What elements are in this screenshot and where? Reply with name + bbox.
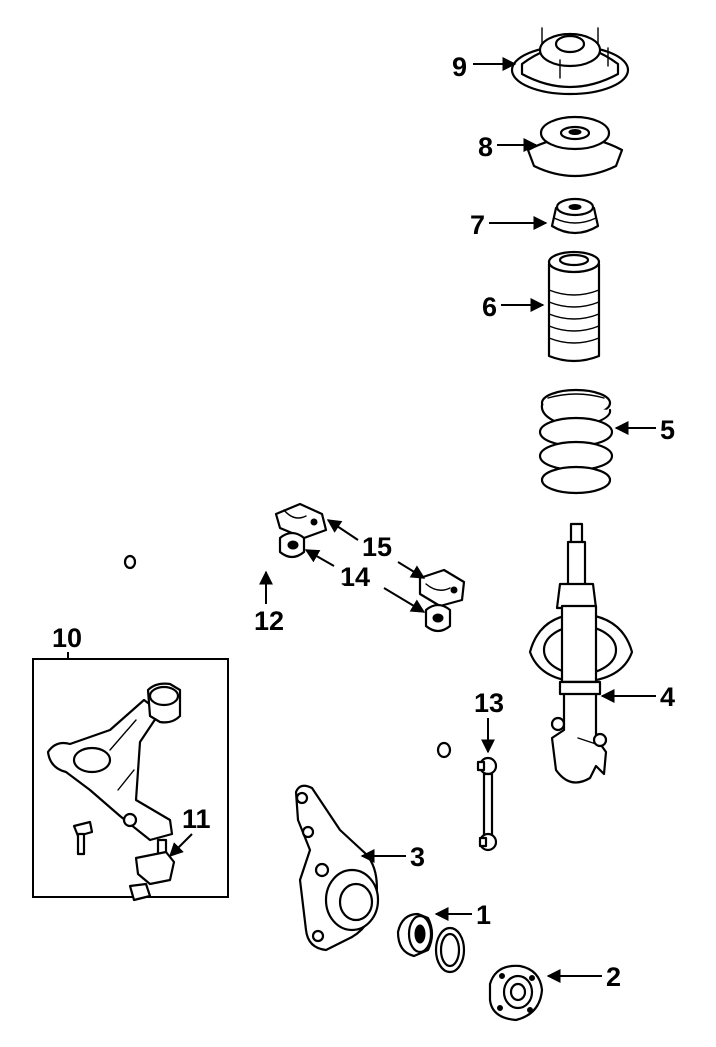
part-15-bracket-left xyxy=(274,502,328,540)
callout-7: 7 xyxy=(470,210,485,240)
callout-2: 2 xyxy=(606,962,621,992)
callout-11: 11 xyxy=(182,804,211,834)
part-4-strut xyxy=(528,522,634,784)
callout-8: 8 xyxy=(478,132,493,162)
part-14-bushing-left xyxy=(278,531,306,559)
leader-14-right xyxy=(383,587,426,613)
part-10-box xyxy=(32,658,229,898)
part-15-bracket-right xyxy=(418,568,466,608)
part-10-bolt xyxy=(72,820,94,856)
leader-14-left xyxy=(304,549,335,567)
callout-5: 5 xyxy=(660,415,675,445)
part-7-bump-stop xyxy=(550,197,600,235)
part-2-hub xyxy=(488,964,544,1022)
part-10-control-arm xyxy=(46,682,182,842)
part-11-ball-joint xyxy=(128,838,176,902)
callout-4: 4 xyxy=(660,682,675,712)
callout-10: 10 xyxy=(52,623,82,653)
part-9-strut-mount xyxy=(510,27,630,96)
callout-3: 3 xyxy=(410,842,425,872)
part-13-stabilizer-link xyxy=(476,756,498,852)
callout-1: 1 xyxy=(476,900,491,930)
leader-15-left xyxy=(326,519,359,541)
leader-11 xyxy=(169,833,193,857)
part-12-stabilizer-bar xyxy=(123,554,452,759)
part-8-bearing xyxy=(526,115,624,178)
part-5-coil-spring xyxy=(538,388,614,495)
part-1-bearing xyxy=(396,912,466,974)
callout-9: 9 xyxy=(452,52,467,82)
part-14-bushing-right xyxy=(424,603,452,633)
part-6-dust-boot xyxy=(547,250,601,363)
part-3-knuckle xyxy=(294,784,380,952)
leader-15-right xyxy=(397,561,426,579)
callout-15: 15 xyxy=(362,532,392,562)
callout-13: 13 xyxy=(474,688,504,718)
callout-12: 12 xyxy=(254,606,284,636)
callout-6: 6 xyxy=(482,292,497,322)
